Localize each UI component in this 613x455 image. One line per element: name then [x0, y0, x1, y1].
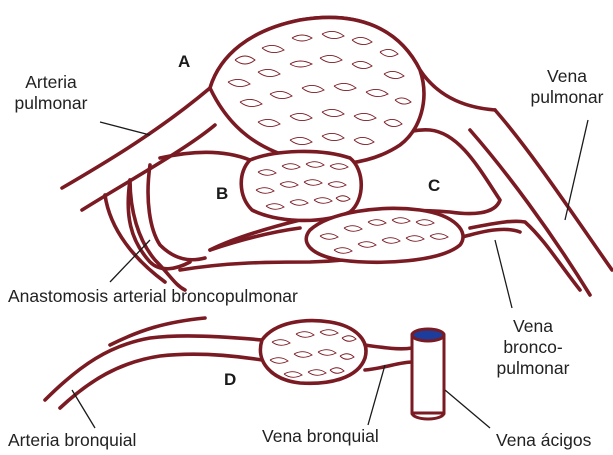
- label-vena-pulmonar: Vena pulmonar: [524, 66, 610, 108]
- bronchial-artery-branch: [110, 318, 205, 345]
- region-letter-c: C: [428, 176, 440, 196]
- capillary-bed-a: [210, 17, 424, 164]
- leader-arteria-bronquial: [72, 390, 95, 428]
- label-vena-broncopulmonar-line1: Vena: [488, 316, 578, 337]
- pulmonary-vein-outer-wall: [495, 110, 612, 270]
- bronchial-vein-upper: [365, 345, 412, 349]
- bronchial-artery-upper-wall: [45, 336, 262, 400]
- label-vena-broncopulmonar: Vena bronco- pulmonar: [488, 316, 578, 379]
- region-letter-b: B: [216, 184, 228, 204]
- capillary-bed-b: [241, 151, 361, 220]
- bronchial-vein-lower: [365, 362, 412, 370]
- anastomosis-vessel: [105, 180, 185, 290]
- leader-arteria-pulmonar: [100, 122, 150, 135]
- capillary-bed-d: [260, 321, 366, 384]
- label-arteria-pulmonar-line2: pulmonar: [8, 93, 94, 114]
- label-vena-bronquial: Vena bronquial: [262, 426, 379, 447]
- label-vena-pulmonar-line2: pulmonar: [524, 87, 610, 108]
- label-arteria-pulmonar: Arteria pulmonar: [8, 72, 94, 114]
- label-arteria-bronquial: Arteria bronquial: [8, 430, 136, 451]
- region-letter-d: D: [224, 370, 236, 390]
- leader-vena-broncopulmonar: [495, 240, 512, 308]
- leader-vena-bronquial: [368, 365, 385, 425]
- label-vena-pulmonar-line1: Vena: [524, 66, 610, 87]
- leader-vena-acigos: [445, 390, 490, 428]
- label-vena-broncopulmonar-line3: pulmonar: [488, 358, 578, 379]
- leader-vena-pulmonar: [565, 120, 588, 220]
- azygos-vein: [412, 329, 444, 419]
- label-vena-acigos: Vena ácigos: [496, 430, 591, 451]
- label-arteria-pulmonar-line1: Arteria: [8, 72, 94, 93]
- label-vena-broncopulmonar-line2: bronco-: [488, 337, 578, 358]
- region-letter-a: A: [178, 52, 190, 72]
- label-anastomosis: Anastomosis arterial broncopulmonar: [8, 286, 298, 307]
